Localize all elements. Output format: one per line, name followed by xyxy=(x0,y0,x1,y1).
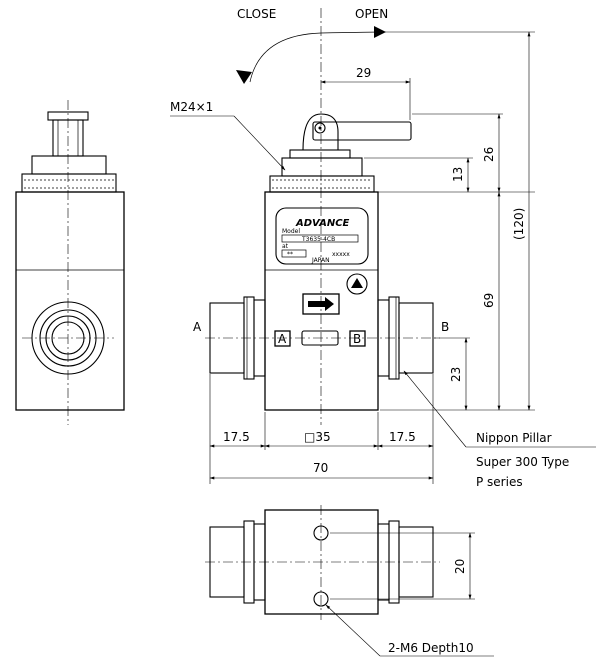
dim-nut-height: 13 xyxy=(451,167,465,182)
rotation-arc xyxy=(249,31,383,83)
port-b-box-label: B xyxy=(353,332,361,346)
flow-arrow-icon xyxy=(302,293,340,315)
port-a-box-label: A xyxy=(278,332,287,346)
close-label: CLOSE xyxy=(237,7,276,21)
dim-overall-width: 70 xyxy=(313,461,328,475)
dim-body-width: □35 xyxy=(304,430,331,444)
fitting-callout-line2: Super 300 Type xyxy=(476,455,569,469)
open-label: OPEN xyxy=(355,7,388,21)
dim-top-height: 26 xyxy=(482,147,496,162)
tapped-hole-bottom xyxy=(313,591,329,607)
handle xyxy=(289,113,412,159)
nameplate-lot-label: at xyxy=(282,243,289,250)
bottom-view xyxy=(205,505,440,620)
thread-callout: M24×1 xyxy=(170,100,213,114)
logo-icon xyxy=(346,273,368,295)
callouts: M24×1 Nippon Pillar Super 300 Type P ser… xyxy=(170,100,596,657)
port-a-label: A xyxy=(193,320,202,334)
fitting-callout-line3: P series xyxy=(476,475,523,489)
bonnet xyxy=(269,157,375,193)
dim-body-height: 69 xyxy=(482,293,496,308)
nameplate-country: JAPAN xyxy=(311,257,330,264)
nameplate-model-label: Model xyxy=(282,228,300,235)
dim-right-fitting: 17.5 xyxy=(389,430,416,444)
nameplate-model-value: T3635-4CB xyxy=(301,236,335,243)
nameplate-lot-value: ** xyxy=(287,251,293,258)
tapped-holes-callout: 2-M6 Depth10 xyxy=(388,641,474,655)
side-view xyxy=(15,100,125,425)
dim-total-height: (120) xyxy=(512,208,526,240)
dim-handle-offset: 29 xyxy=(356,66,371,80)
port-b-box xyxy=(349,330,366,347)
port-b-label: B xyxy=(441,320,449,334)
dim-hole-pitch: 20 xyxy=(453,559,467,574)
rotation-arrow-close xyxy=(236,70,252,84)
nameplate-serial: xxxxx xyxy=(332,251,350,258)
nameplate-brand: ADVANCE xyxy=(295,218,350,229)
front-view: ADVANCE Model T3635-4CB at ** xxxxx JAPA… xyxy=(193,7,449,425)
fitting-callout-line1: Nippon Pillar xyxy=(476,431,552,445)
port-a-box xyxy=(274,330,291,347)
dimension-lines: 29 26 13 (120) 69 23 17.5 □35 xyxy=(209,31,535,600)
nameplate: ADVANCE Model T3635-4CB at ** xxxxx JAPA… xyxy=(275,207,369,265)
dim-port-height: 23 xyxy=(449,367,463,382)
dim-left-fitting: 17.5 xyxy=(223,430,250,444)
tapped-hole-top xyxy=(313,525,329,541)
